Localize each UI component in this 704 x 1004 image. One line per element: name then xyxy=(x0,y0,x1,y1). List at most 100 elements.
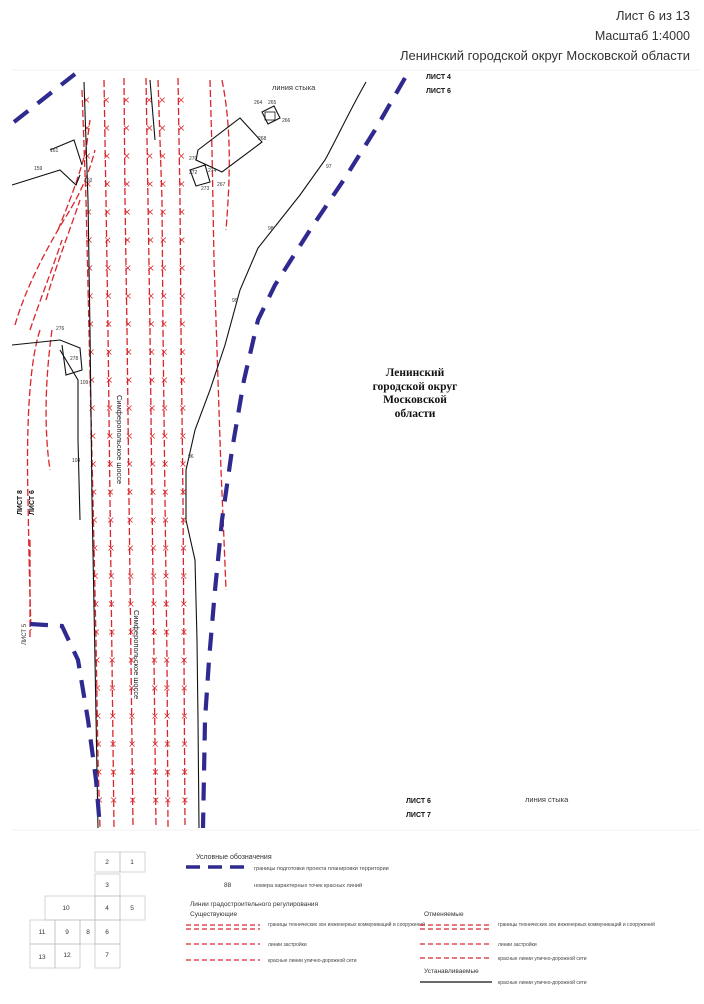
point-mark xyxy=(164,713,170,719)
point-mark xyxy=(150,573,157,579)
scale-label: Масштаб 1:4000 xyxy=(594,29,690,43)
point-number: 274 xyxy=(208,168,217,174)
red-line-left-branch-1 xyxy=(57,119,91,231)
point-mark xyxy=(159,125,166,131)
point-number: 264 xyxy=(254,100,263,106)
legend: Условные обозначения границы подготовки … xyxy=(186,853,655,986)
point-mark xyxy=(125,321,132,327)
point-number: 160 xyxy=(84,178,93,184)
point-mark xyxy=(129,797,136,803)
point-mark xyxy=(146,125,153,131)
point-mark xyxy=(161,349,167,355)
legend-regulation-title: Линии градостроительного регулирования xyxy=(190,901,319,908)
point-mark xyxy=(146,153,153,159)
point-number: 104 xyxy=(72,458,81,464)
point-mark xyxy=(106,405,113,411)
point-mark xyxy=(108,545,114,551)
index-cell: 4 xyxy=(105,905,109,912)
point-mark xyxy=(161,405,168,411)
point-mark xyxy=(151,657,158,663)
building-3 xyxy=(189,164,211,187)
legend-title: Условные обозначения xyxy=(196,853,272,861)
point-mark xyxy=(104,237,111,243)
join-label-top: линия стыка xyxy=(272,83,316,92)
point-mark xyxy=(181,657,187,663)
legend-points-label: номера характерных точек красных линий xyxy=(254,882,362,889)
red-line-left-branch-3 xyxy=(29,239,63,331)
boundary-southwest xyxy=(29,621,103,829)
legend-cancelled-2: линии застройки xyxy=(498,941,537,948)
point-mark xyxy=(162,517,169,523)
black-line-parcel-3 xyxy=(11,339,83,376)
point-mark xyxy=(163,601,169,607)
index-cell: 12 xyxy=(63,952,71,959)
point-number: 278 xyxy=(70,356,79,362)
black-line-north-spur xyxy=(149,79,156,141)
point-mark xyxy=(126,433,133,439)
point-mark xyxy=(161,321,167,327)
point-mark xyxy=(106,377,112,383)
point-number: 96 xyxy=(188,454,194,460)
point-mark xyxy=(181,629,187,635)
point-mark xyxy=(179,293,185,299)
index-cell: 3 xyxy=(105,882,109,889)
area-title: Ленинский городской округ Московской обл… xyxy=(373,367,458,420)
red-lines-road xyxy=(14,77,230,829)
point-mark xyxy=(149,461,156,467)
point-mark xyxy=(110,741,116,747)
point-mark xyxy=(152,741,158,747)
point-mark xyxy=(105,293,112,299)
point-mark xyxy=(178,125,185,131)
legend-existing-2: линии застройки xyxy=(268,941,307,948)
point-mark xyxy=(110,797,117,803)
point-mark xyxy=(127,573,134,579)
point-mark xyxy=(128,657,135,663)
legend-existing-title: Существующие xyxy=(190,911,237,918)
point-mark xyxy=(87,293,93,299)
point-mark xyxy=(160,181,166,187)
point-mark xyxy=(160,237,167,243)
point-mark xyxy=(180,573,187,579)
sheet-ref-bottom-1: ЛИСТ 6 xyxy=(406,798,431,805)
point-mark xyxy=(103,97,109,103)
point-mark xyxy=(162,545,169,551)
road-name-2: Симферопольское шоссе xyxy=(132,610,141,699)
point-numbers: 264 265 266 268 270 272 273 274 267 161 … xyxy=(34,100,332,464)
point-mark xyxy=(104,181,110,187)
index-cell: 7 xyxy=(105,952,109,959)
point-number: 267 xyxy=(217,182,226,188)
point-mark xyxy=(87,321,94,327)
legend-existing-1: границы технических зон инженерных комму… xyxy=(268,921,425,928)
point-mark xyxy=(162,461,168,467)
road-name-1: Симферопольское шоссе xyxy=(115,395,124,484)
point-mark xyxy=(104,209,111,215)
point-mark xyxy=(147,237,154,243)
point-mark xyxy=(123,153,130,159)
point-mark xyxy=(160,265,167,271)
point-mark xyxy=(125,293,131,299)
sheet-index-grid xyxy=(29,851,146,969)
point-mark xyxy=(127,517,133,523)
sheet-ref-top-2: ЛИСТ 6 xyxy=(426,88,451,95)
red-line-road-west-1 xyxy=(81,89,101,829)
point-mark xyxy=(126,461,133,467)
point-number: 265 xyxy=(268,100,277,106)
point-mark xyxy=(124,237,131,243)
area-title-line-4: области xyxy=(395,408,436,420)
point-mark xyxy=(178,181,185,187)
point-mark xyxy=(181,601,187,607)
point-mark xyxy=(106,349,112,355)
point-mark xyxy=(179,321,186,327)
point-mark xyxy=(146,97,152,103)
point-mark xyxy=(150,517,156,523)
point-mark xyxy=(107,489,114,495)
point-marks xyxy=(83,97,188,803)
point-mark xyxy=(178,209,185,215)
index-cell: 11 xyxy=(39,929,46,936)
legend-cancelled-3: красные линии улично-дорожной сети xyxy=(498,955,587,962)
index-cell: 9 xyxy=(65,929,69,936)
point-number: 159 xyxy=(34,166,43,172)
legend-cancelled-title: Отменяемые xyxy=(424,911,464,918)
point-mark xyxy=(127,545,134,551)
